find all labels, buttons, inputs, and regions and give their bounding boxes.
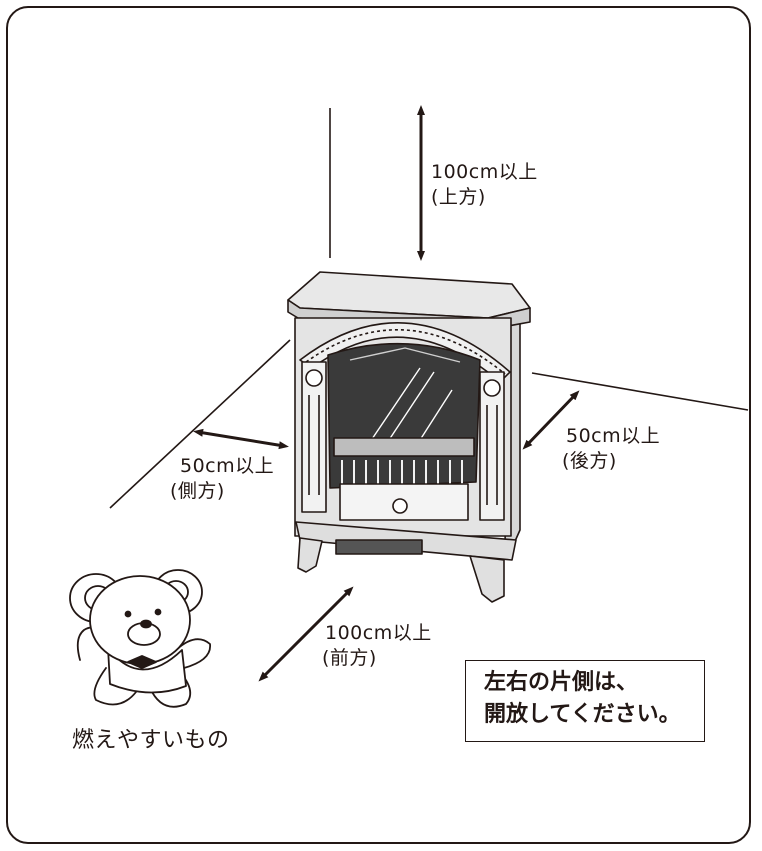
diagram-frame	[6, 6, 751, 844]
note-line-1: 左右の片側は、	[484, 670, 639, 695]
side-clearance-direction: (側方)	[170, 480, 225, 502]
front-clearance-distance: 100cm以上	[325, 622, 432, 644]
side-clearance-arrow	[193, 428, 289, 450]
front-clearance-arrow	[258, 586, 354, 682]
top-clearance-direction: (上方)	[431, 186, 486, 208]
back-wall-line	[531, 372, 749, 411]
flammable-items-label: 燃えやすいもの	[72, 728, 230, 753]
fireplace-heater-illustration	[287, 271, 531, 603]
side-clearance-distance: 50cm以上	[180, 455, 275, 477]
back-clearance-direction: (後方)	[562, 450, 617, 472]
back-clearance-arrow	[522, 390, 580, 450]
side-wall-line	[109, 339, 291, 509]
back-clearance-distance: 50cm以上	[566, 425, 661, 447]
top-clearance-distance: 100cm以上	[431, 161, 538, 183]
front-clearance-direction: (前方)	[322, 647, 377, 669]
note-line-2: 開放してください。	[484, 702, 681, 727]
teddy-bear-icon	[69, 569, 211, 708]
open-side-note: 左右の片側は、 開放してください。	[465, 660, 705, 742]
